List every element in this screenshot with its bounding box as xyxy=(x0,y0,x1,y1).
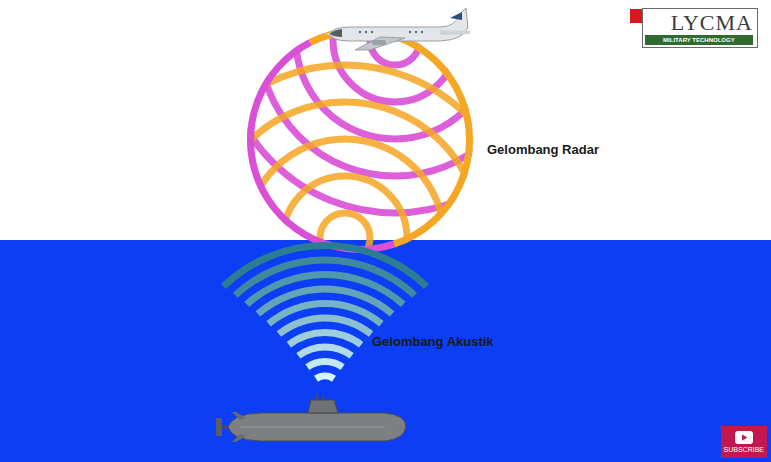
node-text: MILITARY TECHNOLOGY xyxy=(645,35,753,45)
submarine xyxy=(216,394,406,442)
radar-ring xyxy=(309,27,473,247)
acoustic-arc xyxy=(277,315,374,337)
acoustic-arc xyxy=(314,372,336,381)
sky xyxy=(0,0,771,240)
wave-label: Gelombang Akustik xyxy=(372,334,494,349)
acoustic-waves xyxy=(221,242,429,382)
acoustic-arc xyxy=(296,344,354,359)
acoustic-arc xyxy=(305,358,344,370)
sea xyxy=(0,240,771,462)
subscribe-button: SUBSCRIBE xyxy=(721,426,767,458)
radar-arc xyxy=(320,213,370,263)
radar-arc xyxy=(333,0,457,102)
acoustic-arc xyxy=(266,300,383,327)
aircraft xyxy=(325,8,470,50)
logo-box: LYCMAMILITARY TECHNOLOGY xyxy=(642,8,758,48)
radar-arc xyxy=(283,176,407,300)
acoustic-arc xyxy=(287,329,364,348)
acoustic-arc xyxy=(221,242,429,289)
acoustic-arc xyxy=(256,285,395,316)
radar-waves xyxy=(172,0,568,411)
node-text: LYCMA xyxy=(671,11,753,35)
wave-label: Gelombang Radar xyxy=(487,142,599,157)
node-text: SUBSCRIBE xyxy=(724,446,764,454)
radar-arc xyxy=(222,0,568,213)
radar-ring xyxy=(247,39,395,253)
play-icon xyxy=(735,431,753,444)
